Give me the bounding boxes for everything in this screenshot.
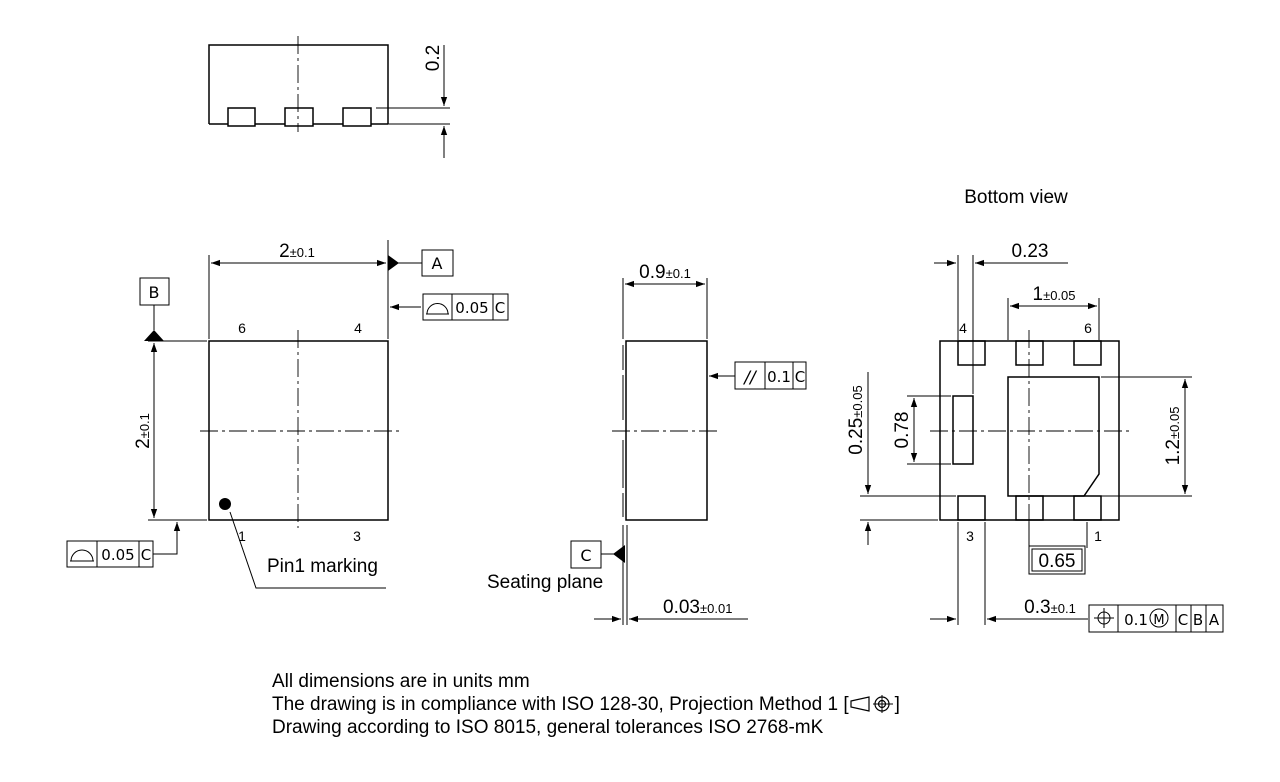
pad — [957, 340, 986, 366]
profile-icon — [70, 549, 94, 562]
pin1-dot — [219, 498, 231, 510]
note-tolerances: Drawing according to ISO 8015, general t… — [272, 717, 824, 738]
side-lead — [284, 107, 314, 127]
pin-label-4: 4 — [354, 320, 362, 336]
profile-top-datum: C — [495, 299, 505, 317]
side-view — [208, 36, 450, 158]
note-projection-close: ] — [894, 694, 900, 715]
bottom-view — [860, 255, 1224, 633]
side-lead — [342, 107, 372, 127]
dim-slot-len: 0.78 — [892, 412, 913, 449]
dim-pitch: 0.65 — [1039, 551, 1076, 572]
dim-top-height: 0.2 — [423, 45, 444, 71]
pin-label-bottom-3: 3 — [966, 528, 974, 544]
position-datum-2: B — [1193, 611, 1203, 629]
pad — [1015, 495, 1044, 521]
pad — [957, 495, 986, 521]
profile-icon — [426, 303, 449, 315]
dim-width: 2±0.1 — [279, 241, 315, 262]
pin-label-bottom-1: 1 — [1094, 528, 1102, 544]
dim-pin-width: 0.3±0.1 — [1024, 597, 1076, 618]
pin-label-bottom-6: 6 — [1084, 320, 1092, 336]
profile-top-value: 0.05 — [455, 299, 488, 317]
datum-a-triangle — [388, 255, 399, 271]
position-frame — [1088, 604, 1224, 633]
mmc-circle — [1149, 608, 1169, 628]
parallelism-symbol: // — [742, 368, 758, 388]
dim-height: 2±0.1 — [133, 413, 154, 449]
dim-pad-len: 0.25±0.05 — [846, 385, 867, 454]
datum-a-box — [421, 249, 454, 277]
datum-b-label: B — [149, 283, 160, 302]
note-units: All dimensions are in units mm — [272, 671, 530, 692]
top-view-body — [208, 340, 389, 521]
pin-label-bottom-4: 4 — [959, 320, 967, 336]
bottom-view-title: Bottom view — [964, 187, 1068, 208]
dim-thickness: 0.9±0.1 — [639, 262, 691, 283]
dim-pad-span: 1±0.05 — [1032, 284, 1075, 305]
pitch-box-inner — [1031, 548, 1083, 572]
side-lead — [227, 107, 256, 127]
profile-bottom-datum: C — [141, 546, 151, 564]
dim-standoff: 0.03±0.01 — [663, 597, 732, 618]
pin-label-6: 6 — [238, 320, 246, 336]
parallelism-value: 0.1 — [767, 368, 791, 386]
pin1-marking-label: Pin1 marking — [267, 556, 378, 577]
position-value: 0.1 — [1124, 611, 1148, 629]
side-profile-body — [625, 340, 708, 521]
side-view-profile — [570, 278, 807, 625]
datum-c-label: C — [580, 546, 591, 565]
datum-b-triangle — [144, 330, 164, 341]
profile-bottom-value: 0.05 — [101, 546, 134, 564]
mmc-label: M — [1153, 613, 1164, 628]
pin-label-1: 1 — [238, 528, 246, 544]
datum-c-triangle — [613, 545, 625, 563]
position-datum-1: C — [1178, 611, 1188, 629]
top-view — [66, 240, 509, 589]
side-view-body — [208, 44, 389, 124]
pad — [1073, 340, 1102, 366]
parallelism-datum: C — [795, 368, 805, 386]
dim-thermal-pad: 1.2±0.05 — [1163, 407, 1184, 466]
profile-frame-top — [422, 293, 509, 321]
pad — [1015, 340, 1044, 366]
seating-plane-label: Seating plane — [487, 572, 603, 593]
position-datum-3: A — [1209, 611, 1220, 629]
slot-pad — [952, 395, 974, 465]
drawing-notes: All dimensions are in units mm The drawi… — [272, 670, 900, 739]
bottom-view-body — [939, 340, 1120, 521]
thermal-pad — [1007, 376, 1100, 497]
projection-method-icon — [850, 695, 893, 713]
position-icon — [1094, 608, 1114, 628]
note-projection-text: The drawing is in compliance with ISO 12… — [272, 694, 849, 715]
pad — [1073, 495, 1102, 521]
dim-pad-width: 0.23 — [1012, 241, 1049, 262]
note-projection: The drawing is in compliance with ISO 12… — [272, 693, 900, 716]
pin-label-3: 3 — [353, 528, 361, 544]
pitch-box-outer — [1028, 545, 1086, 575]
datum-a-label: A — [432, 254, 443, 273]
